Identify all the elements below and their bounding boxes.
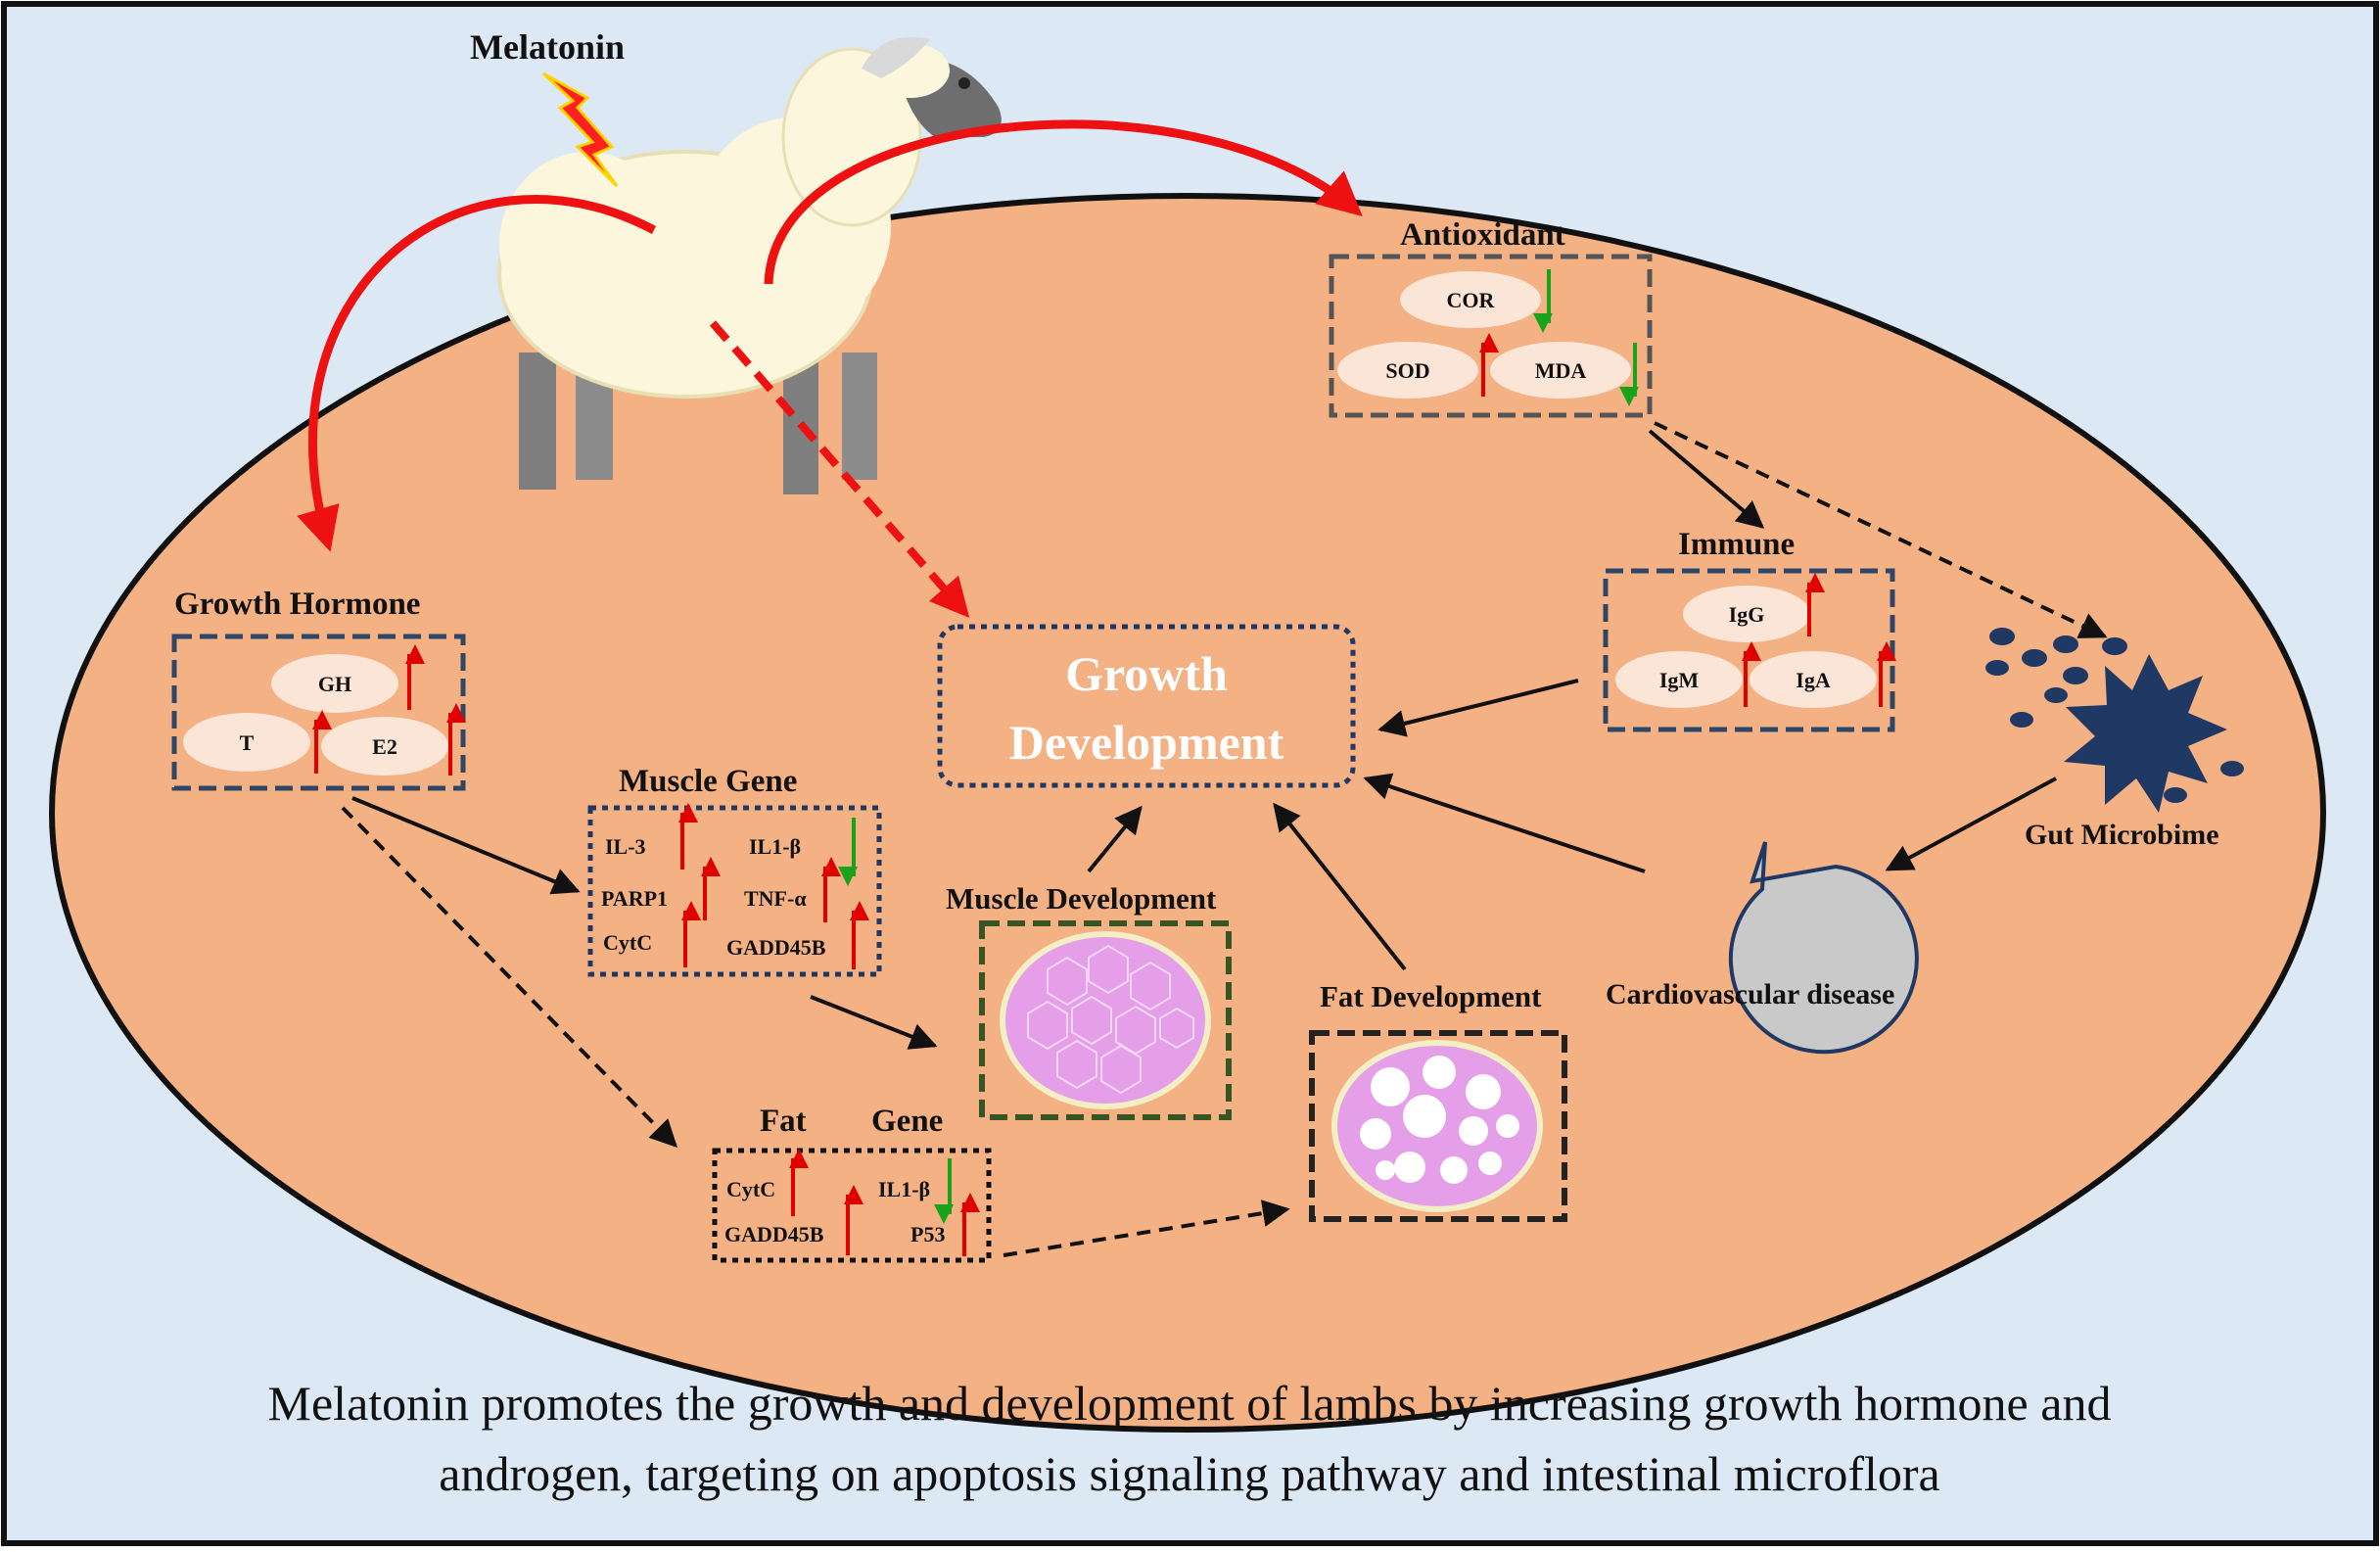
fat-gene-cytc: CytC [726, 1177, 775, 1201]
sod-pill [1337, 342, 1478, 399]
growth-development-line2: Development [1009, 715, 1284, 770]
arrow-fat-dev-to-growth [1273, 802, 1407, 971]
melatonin-dashed-arrow-to-growth [709, 320, 970, 619]
muscle-gene-box [587, 805, 882, 977]
cardiovascular-label: Cardiovascular disease [1606, 978, 1894, 1011]
muscle-gene-title: Muscle Gene [619, 764, 797, 799]
muscle-development-box [979, 920, 1232, 1120]
igg-pill [1683, 586, 1810, 642]
fat-gene-il1b: IL1-β [878, 1177, 930, 1201]
gh-pill [271, 654, 398, 713]
antioxidant-title: Antioxidant [1400, 217, 1565, 253]
fat-development-box [1309, 1030, 1567, 1222]
melatonin-arrow-to-growth-hormone [297, 195, 657, 552]
t-pill [183, 713, 310, 772]
muscle-gene-gadd45b: GADD45B [726, 935, 826, 960]
cor-label: COR [1447, 288, 1496, 312]
t-label: T [240, 730, 255, 755]
melatonin-arrow-to-antioxidant [764, 119, 1363, 285]
fat-development-title: Fat Development [1320, 979, 1542, 1013]
fat-droplets [1360, 1056, 1519, 1184]
e2-pill [321, 717, 448, 776]
fat-gene-p53: P53 [910, 1222, 945, 1246]
muscle-gene-parp1: PARP1 [601, 886, 668, 911]
muscle-gene-cytc: CytC [603, 930, 652, 955]
melatonin-label: Melatonin [470, 27, 625, 67]
heart-pie-icon [1728, 841, 1919, 1055]
e2-label: E2 [372, 734, 397, 759]
muscle-gene-il1b: IL1-β [749, 834, 801, 859]
growth-development-box [937, 624, 1356, 788]
gut-microbiome-label: Gut Microbime [2025, 819, 2219, 851]
sod-label: SOD [1385, 358, 1429, 383]
fat-gene-title-left: Fat [760, 1104, 807, 1139]
growth-hormone-title: Growth Hormone [174, 587, 420, 622]
mda-label: MDA [1535, 358, 1587, 383]
antioxidant-box [1329, 254, 1653, 418]
muscle-gene-il3: IL-3 [605, 834, 646, 859]
arrow-gh-to-fat-gene [341, 806, 677, 1148]
arrow-immune-to-growth [1377, 679, 1579, 737]
cor-pill [1400, 271, 1541, 328]
arrow-cardio-to-growth [1363, 773, 1646, 873]
arrow-microbe-to-cardio [1885, 776, 2057, 871]
arrow-antioxidant-to-microbe [1654, 421, 2108, 638]
arrow-fat-gene-to-fat-dev [1003, 1199, 1290, 1257]
arrow-antioxidant-to-immune [1648, 429, 1765, 529]
igm-pill [1615, 651, 1743, 708]
fat-gene-box [712, 1148, 992, 1263]
immune-title: Immune [1678, 527, 1795, 562]
caption-line1: Melatonin promotes the growth and develo… [268, 1376, 2112, 1431]
igm-label: IgM [1659, 668, 1700, 692]
mda-pill [1490, 342, 1631, 399]
muscle-fiber-pattern [1027, 944, 1194, 1095]
iga-label: IgA [1796, 668, 1831, 692]
muscle-development-title: Muscle Development [946, 881, 1217, 916]
growth-development-line1: Growth [1065, 646, 1228, 701]
muscle-gene-tnfa: TNF-α [744, 886, 807, 911]
gh-label: GH [318, 672, 351, 696]
arrow-muscle-dev-to-growth [1087, 805, 1143, 873]
igg-label: IgG [1729, 602, 1765, 627]
iga-pill [1750, 651, 1877, 708]
arrow-gh-to-muscle-gene [351, 796, 581, 895]
lightning-icon [541, 71, 619, 188]
fat-gene-gadd45b: GADD45B [724, 1222, 824, 1246]
gut-microbe-icon [1985, 628, 2244, 813]
fat-gene-title-right: Gene [871, 1104, 943, 1139]
arrow-muscle-gene-to-muscle-dev [810, 995, 938, 1050]
caption-line2: androgen, targeting on apoptosis signali… [439, 1446, 1939, 1501]
muscle-tissue-icon [1000, 931, 1211, 1109]
